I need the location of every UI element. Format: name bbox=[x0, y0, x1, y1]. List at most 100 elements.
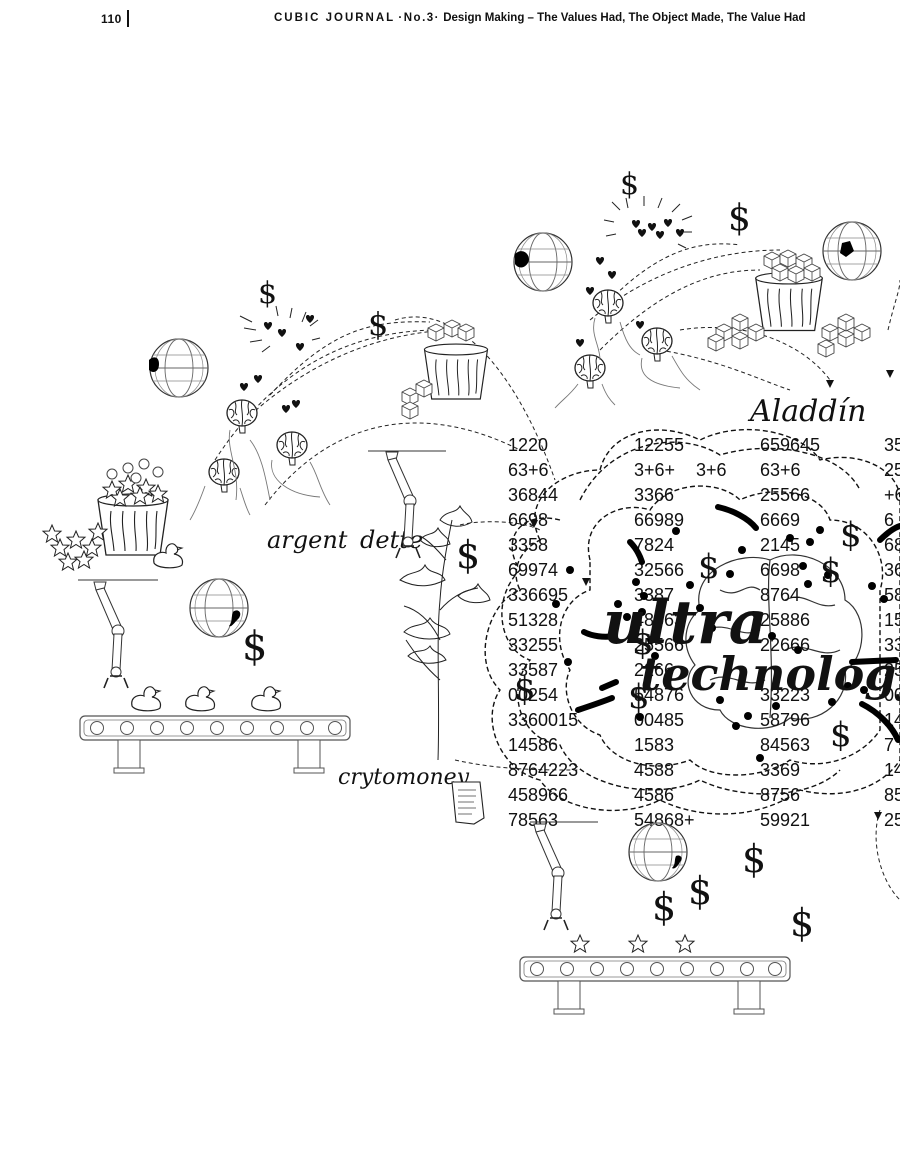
dollar-icon: $ bbox=[698, 547, 720, 587]
dollar-icon: $ bbox=[790, 901, 814, 945]
number-cell: 6 bbox=[884, 510, 894, 530]
number-cell: 8756 bbox=[760, 785, 800, 805]
dollar-icon: $ bbox=[632, 623, 654, 663]
number-cell: 63+6 bbox=[760, 460, 801, 480]
dollar-icon: $ bbox=[514, 669, 536, 709]
bucket-icon bbox=[423, 343, 489, 400]
number-cell: 00485 bbox=[634, 710, 684, 730]
number-column-2: 12255 3+6+ 3+6 3366 66989 7824 32566 338… bbox=[634, 435, 727, 830]
brain-icon bbox=[226, 399, 258, 434]
number-column-1: 1220 63+6 36844 6698 3358 69974 336695 5… bbox=[508, 435, 578, 830]
brain-icon bbox=[208, 458, 240, 493]
dashed-cloud bbox=[484, 428, 900, 815]
number-cell: 25 bbox=[884, 660, 900, 680]
number-cell: 54876 bbox=[634, 685, 684, 705]
number-cell: 3+6 bbox=[696, 460, 727, 480]
ball-pile bbox=[106, 458, 164, 484]
label-ultra: ultra bbox=[603, 588, 768, 658]
number-cell: 66989 bbox=[634, 510, 684, 530]
conveyor-belt-icon bbox=[519, 956, 791, 1015]
conveyor-belt-icon bbox=[79, 715, 351, 774]
number-cell: 3+6+ bbox=[634, 460, 675, 480]
number-cell: 68 bbox=[884, 535, 900, 555]
dollar-icon: $ bbox=[652, 885, 676, 929]
globe-icon bbox=[149, 338, 209, 398]
robot-arm-icon bbox=[533, 823, 569, 931]
globe-icon bbox=[189, 578, 249, 638]
dollar-icon: $ bbox=[620, 167, 639, 202]
dollar-icon: $ bbox=[456, 533, 480, 577]
number-cell: 1583 bbox=[634, 735, 674, 755]
number-cell: 33223 bbox=[760, 685, 810, 705]
number-cell: 36 bbox=[884, 560, 900, 580]
number-cell: 336695 bbox=[508, 585, 568, 605]
globe-icon bbox=[513, 232, 573, 292]
number-column-4: 35 25 +6 6 68 36 58 15 33 25 00 14 7 14 … bbox=[884, 435, 900, 830]
bucket-icon bbox=[97, 493, 169, 556]
number-cell: 33 bbox=[884, 635, 900, 655]
page-number: 110 bbox=[101, 12, 122, 26]
page-header: 110 CUBIC JOURNAL ·No.3· Design Making –… bbox=[0, 0, 900, 40]
number-cell: 25886 bbox=[760, 610, 810, 630]
number-cell: 58 bbox=[884, 585, 900, 605]
dollar-icons: $ $ $ $ $ $ $ $ $ $ $ $ $ $ $ $ $ bbox=[242, 167, 862, 945]
central-brain bbox=[685, 554, 863, 729]
number-cell: 85 bbox=[884, 785, 900, 805]
bold-dots bbox=[552, 526, 888, 762]
label-aladdin: Aladdín bbox=[747, 394, 866, 429]
label-technology: technology bbox=[640, 647, 900, 701]
brain-icon bbox=[592, 289, 624, 324]
globe-icon bbox=[628, 822, 688, 882]
number-cell: 14586 bbox=[508, 735, 558, 755]
label-crytomoney: crytomoney bbox=[338, 765, 470, 790]
brain-icon bbox=[574, 354, 606, 389]
label-dette: dette bbox=[360, 526, 423, 554]
running-title: CUBIC JOURNAL ·No.3· Design Making – The… bbox=[274, 12, 806, 24]
number-cell: 25566 bbox=[760, 485, 810, 505]
shelf-lines bbox=[78, 450, 598, 823]
dollar-icon: $ bbox=[820, 551, 842, 591]
number-cell: 2145 bbox=[760, 535, 800, 555]
number-cell: 58796 bbox=[760, 710, 810, 730]
number-cell: 00254 bbox=[508, 685, 558, 705]
article-title: Design Making – The Values Had, The Obje… bbox=[443, 12, 806, 24]
number-cell: 458966 bbox=[508, 785, 568, 805]
journal-name: CUBIC JOURNAL bbox=[274, 12, 396, 24]
issue-number: ·No.3· bbox=[398, 12, 440, 24]
number-cell: 3369 bbox=[760, 760, 800, 780]
number-cell: +6 bbox=[884, 485, 900, 505]
number-cell: 8764223 bbox=[508, 760, 578, 780]
heart-rays bbox=[239, 196, 693, 353]
number-cell: 84563 bbox=[760, 735, 810, 755]
number-column-3: 659645 63+6 25566 6669 2145 6698 8764 25… bbox=[760, 435, 820, 830]
number-cell: 25 bbox=[884, 810, 900, 830]
robot-arm-icon bbox=[93, 581, 129, 689]
number-cell: 33255 bbox=[508, 635, 558, 655]
number-cell: 36844 bbox=[508, 485, 558, 505]
tree-icon bbox=[399, 504, 491, 761]
number-cell: 69974 bbox=[508, 560, 558, 580]
dollar-icon: $ bbox=[728, 198, 751, 239]
number-cell: 4586 bbox=[634, 785, 674, 805]
number-cell: 3360015 bbox=[508, 710, 578, 730]
number-cell: 659645 bbox=[760, 435, 820, 455]
header-divider bbox=[127, 10, 129, 27]
number-cell: 15 bbox=[884, 610, 900, 630]
duck-icon bbox=[131, 686, 162, 712]
bold-marks bbox=[575, 504, 900, 743]
number-cell: 8764 bbox=[760, 585, 800, 605]
dollar-icon: $ bbox=[242, 624, 267, 670]
number-cell: 59921 bbox=[760, 810, 810, 830]
number-cell: 00 bbox=[884, 685, 900, 705]
number-cell: 33587 bbox=[508, 660, 558, 680]
number-cell: 6698 bbox=[508, 510, 548, 530]
label-argent: argent bbox=[267, 526, 348, 554]
number-columns: 1220 63+6 36844 6698 3358 69974 336695 5… bbox=[508, 435, 900, 830]
dollar-icon: $ bbox=[368, 305, 388, 343]
dollar-icon: $ bbox=[628, 677, 650, 717]
dollar-icon: $ bbox=[742, 837, 766, 881]
number-cell: 1220 bbox=[508, 435, 548, 455]
number-cell: 32566 bbox=[634, 560, 684, 580]
number-cell: 14 bbox=[884, 760, 900, 780]
